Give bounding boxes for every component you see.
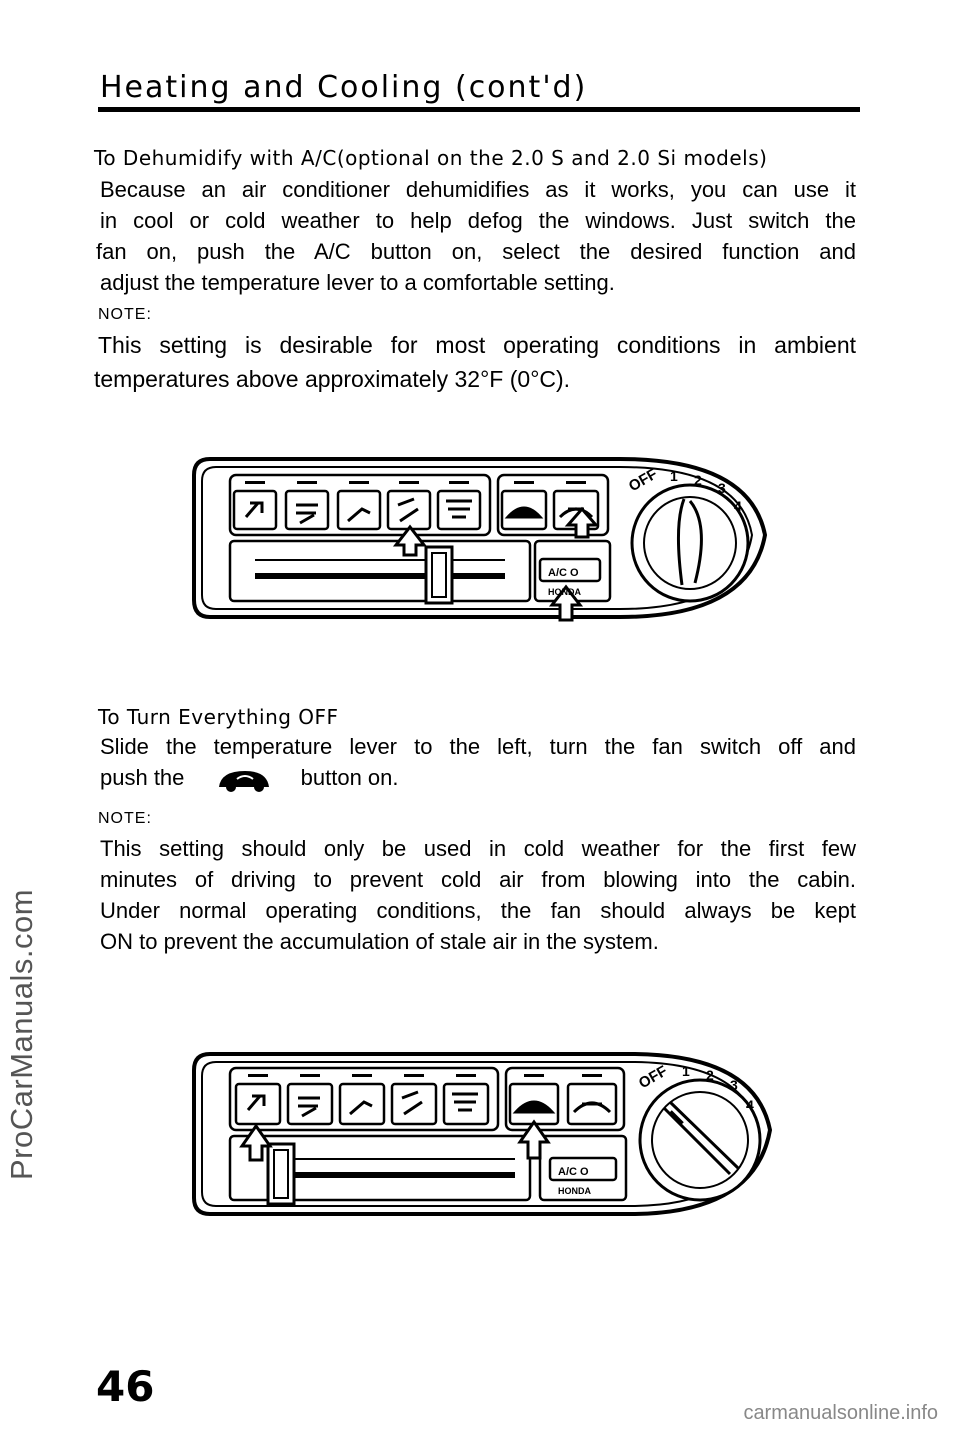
dehumidify-paragraph: Because an air conditioner dehumidifies … [96,174,856,298]
note-line: Under normal operating conditions, the f… [100,898,856,923]
fan-speed-3: 3 [730,1077,738,1093]
ac-button-label: A/C O [548,567,579,579]
recirculation-icon [218,771,269,793]
page-number: 46 [96,1362,155,1411]
fan-speed-4: 4 [734,498,742,514]
section-heading-dehumidify: To Dehumidify with A/C(optional on the 2… [94,146,768,170]
note-label: NOTE: [98,306,152,323]
climate-panel-illustration-ac: A/C O HONDA OFF 1 2 3 4 [192,457,768,622]
watermark-text: ProCarManuals.com [4,888,39,1180]
paragraph-line: adjust the temperature lever to a comfor… [100,270,615,295]
brand-label: HONDA [558,1186,591,1196]
fan-speed-2: 2 [706,1067,714,1083]
fan-speed-1: 1 [670,468,678,484]
paragraph-line: in cool or cold weather to help defog th… [100,208,856,233]
page-title: Heating and Cooling (cont'd) [100,70,588,105]
ac-button-label: A/C O [558,1166,589,1178]
fan-speed-3: 3 [718,480,726,496]
paragraph-line: fan on, push the A/C button on, select t… [96,239,856,264]
button-on-text: button on. [300,765,399,790]
fan-speed-4: 4 [746,1097,754,1113]
section-heading-off: To Turn Everything OFF [98,705,339,729]
fan-speed-1: 1 [682,1063,690,1079]
note-text: This setting should only be used in cold… [100,833,856,957]
paragraph-line: Because an air conditioner dehumidifies … [100,177,856,202]
push-the-text: push the [100,765,185,790]
note-label: NOTE: [98,810,152,827]
note-line: This setting should only be used in cold… [100,836,856,861]
note-line: This setting is desirable for most opera… [98,332,856,358]
note-line: minutes of driving to prevent cold air f… [100,867,856,892]
fan-speed-2: 2 [694,472,702,488]
title-rule [98,107,860,112]
footer-source: carmanualsonline.info [743,1402,938,1424]
climate-panel-illustration-off: A/C O HONDA OFF 1 2 3 4 [192,1052,773,1216]
paragraph-line: push the button on. [100,762,856,793]
brand-label: HONDA [548,587,581,597]
paragraph-line: Slide the temperature lever to the left,… [100,734,856,759]
off-paragraph: Slide the temperature lever to the left,… [100,731,856,793]
note-line: ON to prevent the accumulation of stale … [100,929,659,954]
note-line: temperatures above approximately 32°F (0… [94,366,571,392]
note-text: This setting is desirable for most opera… [94,328,856,396]
